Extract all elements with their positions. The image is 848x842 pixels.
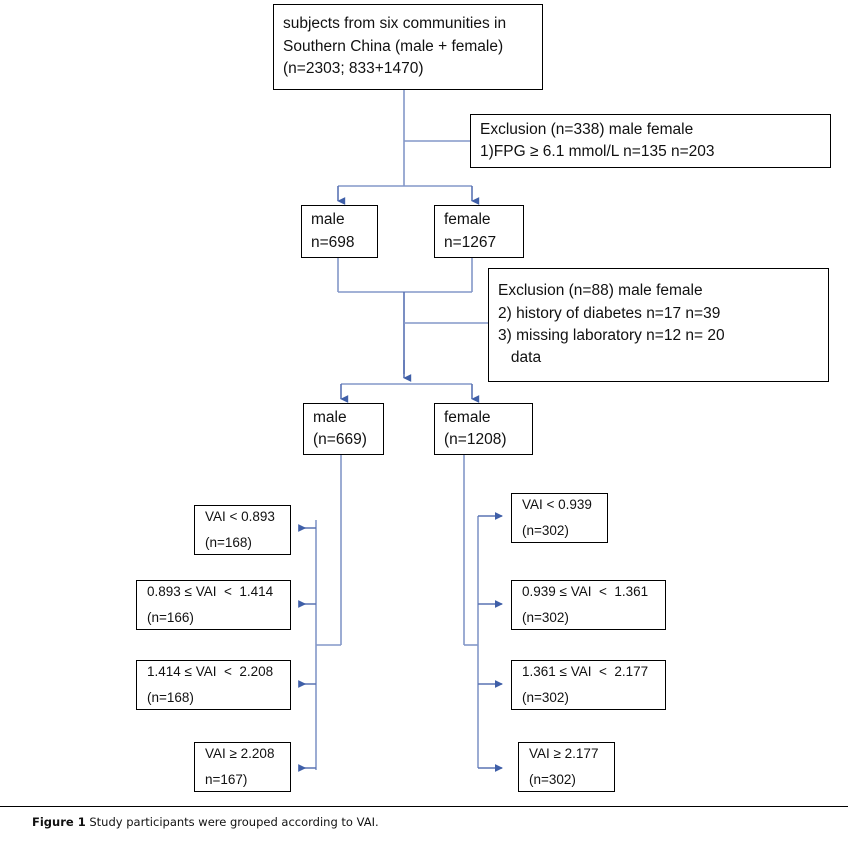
node-male-stage-2: male (n=669) <box>303 403 384 455</box>
source-line-3: (n=2303; 833+1470) <box>283 60 424 78</box>
figure-caption: Figure 1 Study participants were grouped… <box>32 815 379 829</box>
node-exclusion-2: Exclusion (n=88) male female 2) history … <box>488 268 829 382</box>
male-stage1-count: n=698 <box>311 233 355 251</box>
node-female-stage-2: female (n=1208) <box>434 403 533 455</box>
female-q3-range: 1.361 ≤ VAI < 2.177 <box>522 664 649 680</box>
caption-divider <box>0 806 848 807</box>
female-q1-range: VAI < 0.939 <box>522 497 592 513</box>
node-exclusion-1: Exclusion (n=338) male female 1)FPG ≥ 6.… <box>470 114 831 168</box>
node-female-quartile-4: VAI ≥ 2.177 (n=302) <box>518 742 615 792</box>
node-male-quartile-3: 1.414 ≤ VAI < 2.208 (n=168) <box>136 660 291 710</box>
female-q2-range: 0.939 ≤ VAI < 1.361 <box>522 584 649 600</box>
node-male-quartile-4: VAI ≥ 2.208 n=167) <box>194 742 291 792</box>
male-q2-range: 0.893 ≤ VAI < 1.414 <box>147 584 274 600</box>
male-stage1-label: male <box>311 211 345 229</box>
node-female-quartile-3: 1.361 ≤ VAI < 2.177 (n=302) <box>511 660 666 710</box>
female-stage1-label: female <box>444 211 491 229</box>
exclusion2-line-3: 3) missing laboratory n=12 n= 20 <box>498 327 725 344</box>
node-female-quartile-1: VAI < 0.939 (n=302) <box>511 493 608 543</box>
node-female-stage-1: female n=1267 <box>434 205 524 258</box>
male-stage2-label: male <box>313 408 347 426</box>
female-q3-count: (n=302) <box>522 690 569 705</box>
male-q3-range: 1.414 ≤ VAI < 2.208 <box>147 664 274 680</box>
node-source-population: subjects from six communities in Souther… <box>273 4 543 90</box>
female-q1-count: (n=302) <box>522 523 569 538</box>
exclusion2-line-2: 2) history of diabetes n=17 n=39 <box>498 304 721 322</box>
female-q4-count: (n=302) <box>529 772 576 787</box>
female-stage2-count: (n=1208) <box>444 431 507 448</box>
male-q4-count: n=167) <box>205 772 248 787</box>
exclusion1-line-2: 1)FPG ≥ 6.1 mmol/L n=135 n=203 <box>480 143 715 160</box>
male-stage2-count: (n=669) <box>313 431 367 448</box>
male-q2-count: (n=166) <box>147 610 194 625</box>
node-male-quartile-2: 0.893 ≤ VAI < 1.414 (n=166) <box>136 580 291 630</box>
exclusion1-line-1: Exclusion (n=338) male female <box>480 120 694 138</box>
female-q4-range: VAI ≥ 2.177 <box>529 746 599 762</box>
male-q4-range: VAI ≥ 2.208 <box>205 746 275 762</box>
figure-caption-label: Figure 1 <box>32 815 86 829</box>
female-q2-count: (n=302) <box>522 610 569 625</box>
source-line-2: Southern China (male + female) <box>283 37 504 55</box>
figure-caption-text: Study participants were grouped accordin… <box>85 815 379 829</box>
female-stage1-count: n=1267 <box>444 233 497 251</box>
exclusion2-line-1: Exclusion (n=88) male female <box>498 282 703 300</box>
exclusion2-line-4: data <box>498 349 542 367</box>
node-male-quartile-1: VAI < 0.893 (n=168) <box>194 505 291 555</box>
male-q3-count: (n=168) <box>147 690 194 705</box>
node-female-quartile-2: 0.939 ≤ VAI < 1.361 (n=302) <box>511 580 666 630</box>
source-line-1: subjects from six communities in <box>283 15 507 33</box>
node-male-stage-1: male n=698 <box>301 205 378 258</box>
male-q1-count: (n=168) <box>205 535 252 550</box>
male-q1-range: VAI < 0.893 <box>205 509 275 525</box>
female-stage2-label: female <box>444 408 491 426</box>
